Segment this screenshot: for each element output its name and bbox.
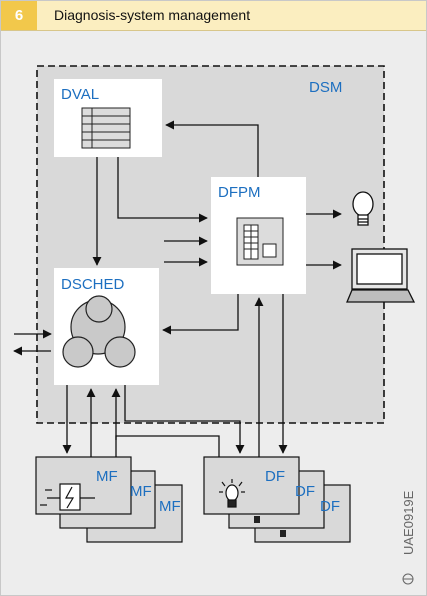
mf-label-back: MF [159, 498, 181, 515]
df-stack: DF DF DF [203, 456, 351, 543]
df-label-middle: DF [295, 483, 315, 500]
control-panel-icon [236, 217, 284, 266]
fuse-icon [40, 483, 95, 511]
dfpm-label: DFPM [218, 184, 261, 201]
lamp-icon [352, 191, 374, 226]
mf-label-middle: MF [130, 483, 152, 500]
bulb-icon [219, 479, 245, 508]
dsm-label: DSM [309, 79, 342, 96]
mf-stack: MF MF MF [35, 456, 183, 543]
image-code: UAE0919E [401, 490, 416, 555]
figure-title: Diagnosis-system management [54, 7, 251, 23]
dval-label: DVAL [61, 86, 99, 103]
laptop-icon [346, 248, 416, 303]
dsched-label: DSCHED [61, 276, 125, 293]
table-icon [81, 107, 131, 149]
figure-header: 6 Diagnosis-system management [1, 1, 426, 31]
scheduler-icon [62, 295, 136, 368]
df-label-front: DF [265, 468, 285, 485]
df-label-back: DF [320, 498, 340, 515]
mf-label-front: MF [96, 468, 118, 485]
connections [13, 120, 342, 457]
figure-number: 6 [1, 1, 37, 30]
